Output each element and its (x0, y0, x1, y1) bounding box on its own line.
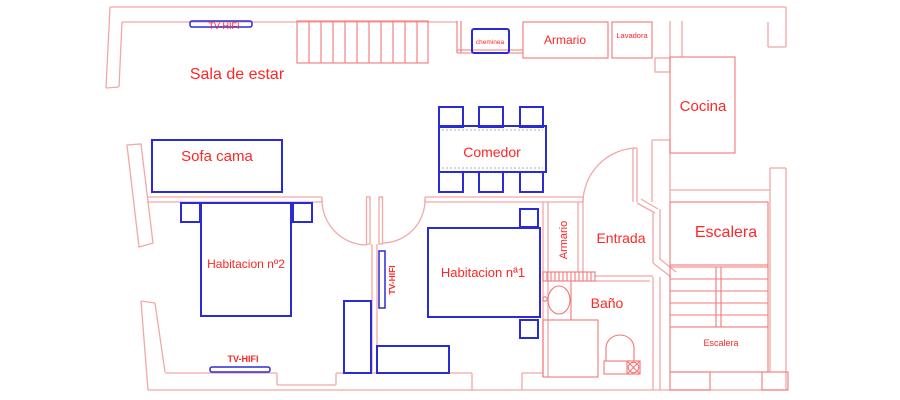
sofa-bed (151, 139, 283, 193)
stairs-bottom-block-left (669, 371, 711, 391)
bathroom-door-hatch (542, 271, 596, 282)
chair (438, 171, 464, 193)
room-label-entry: Entrada (596, 230, 645, 246)
sink (542, 281, 572, 321)
bed-bedroom1 (427, 227, 541, 318)
washer-box (611, 21, 653, 59)
stairs-bottom-block-right (761, 371, 789, 391)
bed-bedroom2 (200, 202, 292, 317)
door-leaf-bedroom2 (365, 196, 371, 245)
furniture-label-washer: Lavadora (616, 31, 648, 40)
chair (519, 171, 544, 193)
cabinet-bedroom2 (343, 300, 372, 374)
chair (478, 171, 504, 193)
room-label-living: Sala de estar (190, 66, 285, 83)
nightstand (180, 202, 201, 223)
door-arc-bedroom2 (321, 199, 368, 246)
room-label-closet: Armario (558, 221, 570, 260)
fireplace-shelf (456, 21, 523, 54)
stair-treads (669, 265, 769, 328)
tv-unit-side (378, 250, 386, 309)
chair (438, 106, 464, 128)
outer-walls (105, 6, 788, 391)
labels: Sala de estar TV-HIFI cheminea Armario L… (181, 21, 757, 364)
room-label-stairs-upper: Escalera (695, 224, 757, 241)
furniture-label-tv-side: TV-HIFI (387, 265, 397, 294)
wall-hatch-living (296, 20, 429, 64)
stairs-landing-box (669, 326, 769, 373)
toilet (603, 334, 641, 375)
room-label-kitchen: Cocina (680, 98, 727, 115)
door-swings (321, 147, 638, 246)
dining-table-set (438, 106, 547, 193)
furniture-label-wardrobe-top: Armario (544, 33, 586, 47)
nightstand (519, 319, 539, 339)
wardrobe-top-box (522, 21, 609, 59)
door-leaf-entry (632, 147, 638, 202)
room-label-stairs-lower: Escalera (703, 338, 738, 348)
furniture-label-sofa-bed: Sofa cama (181, 148, 253, 165)
room-label-bathroom: Baño (591, 295, 624, 311)
stairs-room-box (669, 201, 769, 266)
tv-unit-bottom (209, 366, 271, 373)
nightstand (519, 208, 539, 228)
fixtures (296, 20, 789, 391)
furniture-label-tv-bottom: TV-HIFI (228, 354, 259, 364)
furniture (151, 20, 547, 374)
door-arc-entry (582, 147, 636, 203)
door-leaf-bedroom1 (378, 196, 384, 245)
tv-unit-top (189, 20, 253, 28)
furniture-label-fireplace: cheminea (476, 39, 505, 46)
chair (519, 106, 544, 128)
room-label-bedroom2: Habitacion nº2 (207, 257, 285, 271)
dresser-bedroom1 (376, 345, 450, 374)
door-arc-bedroom1 (381, 199, 426, 244)
room-label-bedroom1: Habitacion nª1 (441, 265, 525, 280)
fireplace-box (471, 28, 510, 54)
furniture-label-tv-top: TV-HIFI (209, 21, 240, 31)
kitchen-room-box (669, 56, 736, 154)
shower-box (542, 319, 599, 378)
room-label-dining: Comedor (463, 144, 521, 160)
chair (478, 106, 504, 128)
nightstand (292, 202, 313, 223)
